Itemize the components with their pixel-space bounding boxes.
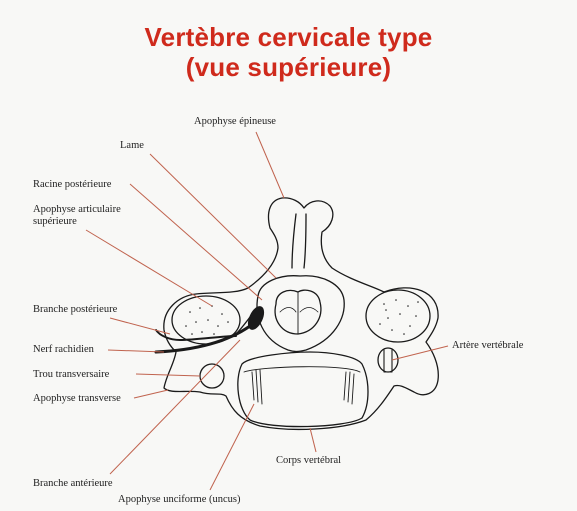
vertebral-canal: [257, 276, 344, 352]
spinous-process-groove-2: [304, 214, 306, 268]
uncus-left-hatching: [252, 370, 262, 404]
leader-apophyse-epineuse: [256, 132, 284, 198]
label-lame: Lame: [120, 140, 144, 152]
transverse-foramen-right: [378, 348, 398, 372]
leader-branche-anterieure: [110, 340, 240, 474]
label-apophyse-epineuse: Apophyse épineuse: [194, 116, 276, 128]
spinous-process-groove: [292, 214, 296, 268]
label-trou-transversaire: Trou transversaire: [33, 369, 109, 381]
leader-corps-vertebral: [310, 428, 316, 452]
label-apophyse-transverse: Apophyse transverse: [33, 393, 121, 405]
facet-stipple: [185, 299, 419, 335]
label-racine-posterieure: Racine postérieure: [33, 179, 111, 191]
label-artere-vertebrale: Artère vertébrale: [452, 340, 523, 352]
label-nerf-rachidien: Nerf rachidien: [33, 344, 94, 356]
vertebral-artery: [384, 350, 392, 372]
leader-racine-posterieure: [130, 184, 262, 300]
leader-apophyse-transverse: [134, 390, 168, 398]
label-branche-anterieure: Branche antérieure: [33, 478, 113, 490]
uncus-right-hatching: [344, 372, 354, 404]
label-apophyse-articulaire-superieure: Apophyse articulaire supérieure: [33, 204, 153, 228]
leader-apophyse-unciforme: [210, 404, 254, 490]
leader-apophyse-articulaire: [86, 230, 212, 306]
leader-lame: [150, 154, 276, 278]
vertebra-outline: [164, 198, 438, 430]
label-branche-posterieure: Branche postérieure: [33, 304, 117, 316]
articular-facet-right: [366, 290, 430, 342]
transverse-foramen-left: [200, 364, 224, 388]
leader-lines: [86, 132, 448, 490]
label-apophyse-unciforme: Apophyse unciforme (uncus): [118, 494, 240, 506]
leader-artere-vertebrale: [392, 346, 448, 360]
label-corps-vertebral: Corps vertébral: [276, 455, 341, 467]
leader-branche-posterieure: [110, 318, 170, 334]
